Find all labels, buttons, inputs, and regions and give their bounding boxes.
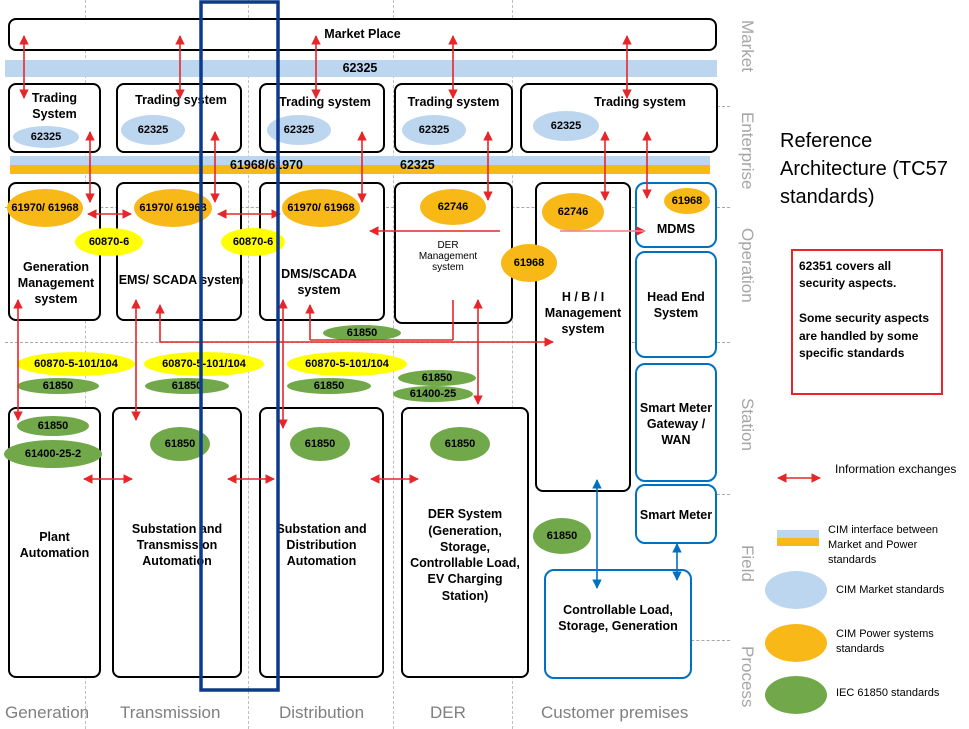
market-place-label: Market Place <box>324 27 401 42</box>
trading-std-der: 62325 <box>402 115 466 145</box>
dist-power-std: 61970/ 61968 <box>282 189 360 227</box>
trading-label-der: Trading system <box>407 94 500 109</box>
gen-management-label: Generation Management system <box>17 259 95 307</box>
security-note-text: 62351 covers all security aspects. Some … <box>799 259 930 360</box>
legend-cim-interface-swatch-bottom <box>777 538 819 546</box>
der-station-61850: 61850 <box>398 370 476 386</box>
smart-meter-box <box>635 484 717 544</box>
trans-link-60870-6: 60870-6 <box>221 228 285 256</box>
legend-iec61850-swatch <box>765 676 827 714</box>
controllable-load-box <box>544 569 692 679</box>
legend-cim-power-label: CIM Power systems standards <box>836 628 934 656</box>
gen-station-61400: 61400-25-2 <box>4 440 102 468</box>
trading-label-customer: Trading system <box>594 94 686 109</box>
trading-label-generation: Trading System <box>31 90 78 121</box>
gateway-label: Smart Meter Gateway / WAN <box>639 400 713 448</box>
trading-label-transmission: Trading system <box>135 92 227 107</box>
controllable-load-label: Controllable Load, Storage, Generation <box>558 602 678 633</box>
legend-iec61850-label: IEC 61850 standards <box>836 687 940 699</box>
plant-automation-label: Plant Automation <box>19 529 90 560</box>
trading-std-customer: 62325 <box>533 111 599 141</box>
gen-iec101-ellipse: 60870-5-101/104 <box>17 352 135 376</box>
mdms-label: MDMS <box>656 221 696 236</box>
der-system-label: DER System (Generation, Storage, Control… <box>410 507 520 603</box>
legend-cim-interface-swatch-top <box>777 530 819 538</box>
gen-station-61850: 61850 <box>17 416 89 436</box>
dms-scada-label: DMS/SCADA system <box>281 266 357 297</box>
hbi-power-std: 62746 <box>542 193 604 231</box>
domain-label-generation: Generation <box>5 703 90 722</box>
cim-interface-label-right: 62325 <box>400 158 435 172</box>
head-end-box <box>635 251 717 358</box>
domain-label-transmission: Transmission <box>120 703 221 722</box>
der-station-61400: 61400-25 <box>393 386 473 402</box>
legend-cim-power-swatch <box>765 624 827 662</box>
diagram-title: Reference Architecture (TC57 standards) <box>780 130 948 208</box>
legend-info-label: Information exchanges <box>835 462 957 476</box>
domain-label-customer-premises: Customer premises <box>541 703 689 722</box>
gen-power-std: 61970/ 61968 <box>7 189 83 227</box>
customer-61850: 61850 <box>533 518 591 554</box>
trans-power-std: 61970/ 61968 <box>134 189 212 227</box>
der-power-std-61968: 61968 <box>501 244 557 282</box>
smart-meter-label: Smart Meter <box>639 507 713 522</box>
domain-label-distribution: Distribution <box>279 703 365 722</box>
der-management-label: DER Management system <box>418 239 478 273</box>
trading-std-transmission: 62325 <box>121 115 185 145</box>
dist-station-61850: 61850 <box>287 378 371 394</box>
gateway-box <box>635 363 717 482</box>
dist-iec101-ellipse: 60870-5-101/104 <box>287 352 407 376</box>
legend-cim-market-swatch <box>765 571 827 609</box>
legend-cim-market-label: CIM Market standards <box>836 584 945 596</box>
market-place-box <box>8 18 717 51</box>
domain-label-der: DER <box>430 703 466 722</box>
legend-cim-interface-label: CIM interface between Market and Power s… <box>828 524 939 566</box>
trans-iec101-ellipse: 60870-5-101/104 <box>144 352 264 376</box>
trading-std-generation: 62325 <box>13 126 79 148</box>
gen-station-61850-top: 61850 <box>17 378 99 394</box>
dersys-61850: 61850 <box>430 427 490 461</box>
substation-distribution-label: Substation and Distribution Automation <box>276 521 367 569</box>
arrow <box>155 304 554 347</box>
subdist-61850: 61850 <box>290 427 350 461</box>
security-note-box: 62351 covers all security aspects. Some … <box>791 249 943 395</box>
trans-station-61850: 61850 <box>145 378 229 394</box>
ems-scada-label: EMS/ SCADA system <box>118 272 244 287</box>
der-power-std: 62746 <box>420 189 486 225</box>
cim-market-bar-label: 62325 <box>342 61 378 75</box>
transmission-highlight-rect <box>199 0 280 692</box>
head-end-label: Head End System <box>647 289 705 320</box>
domain-divider <box>512 0 513 729</box>
mdms-power-std: 61968 <box>664 188 710 214</box>
trading-label-distribution: Trading system <box>279 94 371 109</box>
hbi-management-label: H / B / I Management system <box>544 289 622 337</box>
cim-interface-label-left: 61968/61970 <box>230 158 303 172</box>
gen-link-60870-6: 60870-6 <box>75 228 143 256</box>
